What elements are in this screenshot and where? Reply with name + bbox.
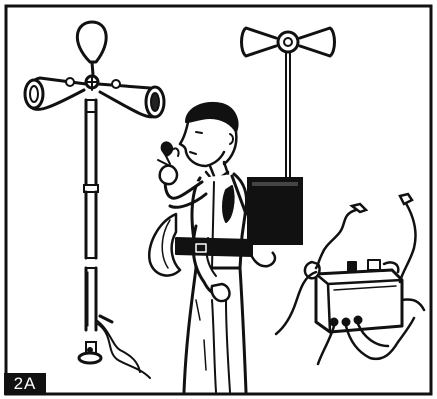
mast-cable [96, 316, 150, 378]
left-lobe [242, 28, 277, 56]
backpack-antenna [242, 28, 335, 182]
top-reflector [77, 22, 106, 62]
figure-label: 2A [4, 373, 46, 395]
antenna-rod [286, 52, 290, 182]
right-lobe [300, 28, 335, 56]
hand-up [160, 166, 177, 184]
hand-low [212, 284, 230, 301]
face [180, 122, 224, 166]
battery-box [305, 260, 402, 332]
hair [186, 103, 237, 132]
belt [176, 238, 252, 256]
man-figure [149, 103, 252, 392]
microphone [158, 142, 179, 166]
backpack-box [248, 178, 302, 266]
